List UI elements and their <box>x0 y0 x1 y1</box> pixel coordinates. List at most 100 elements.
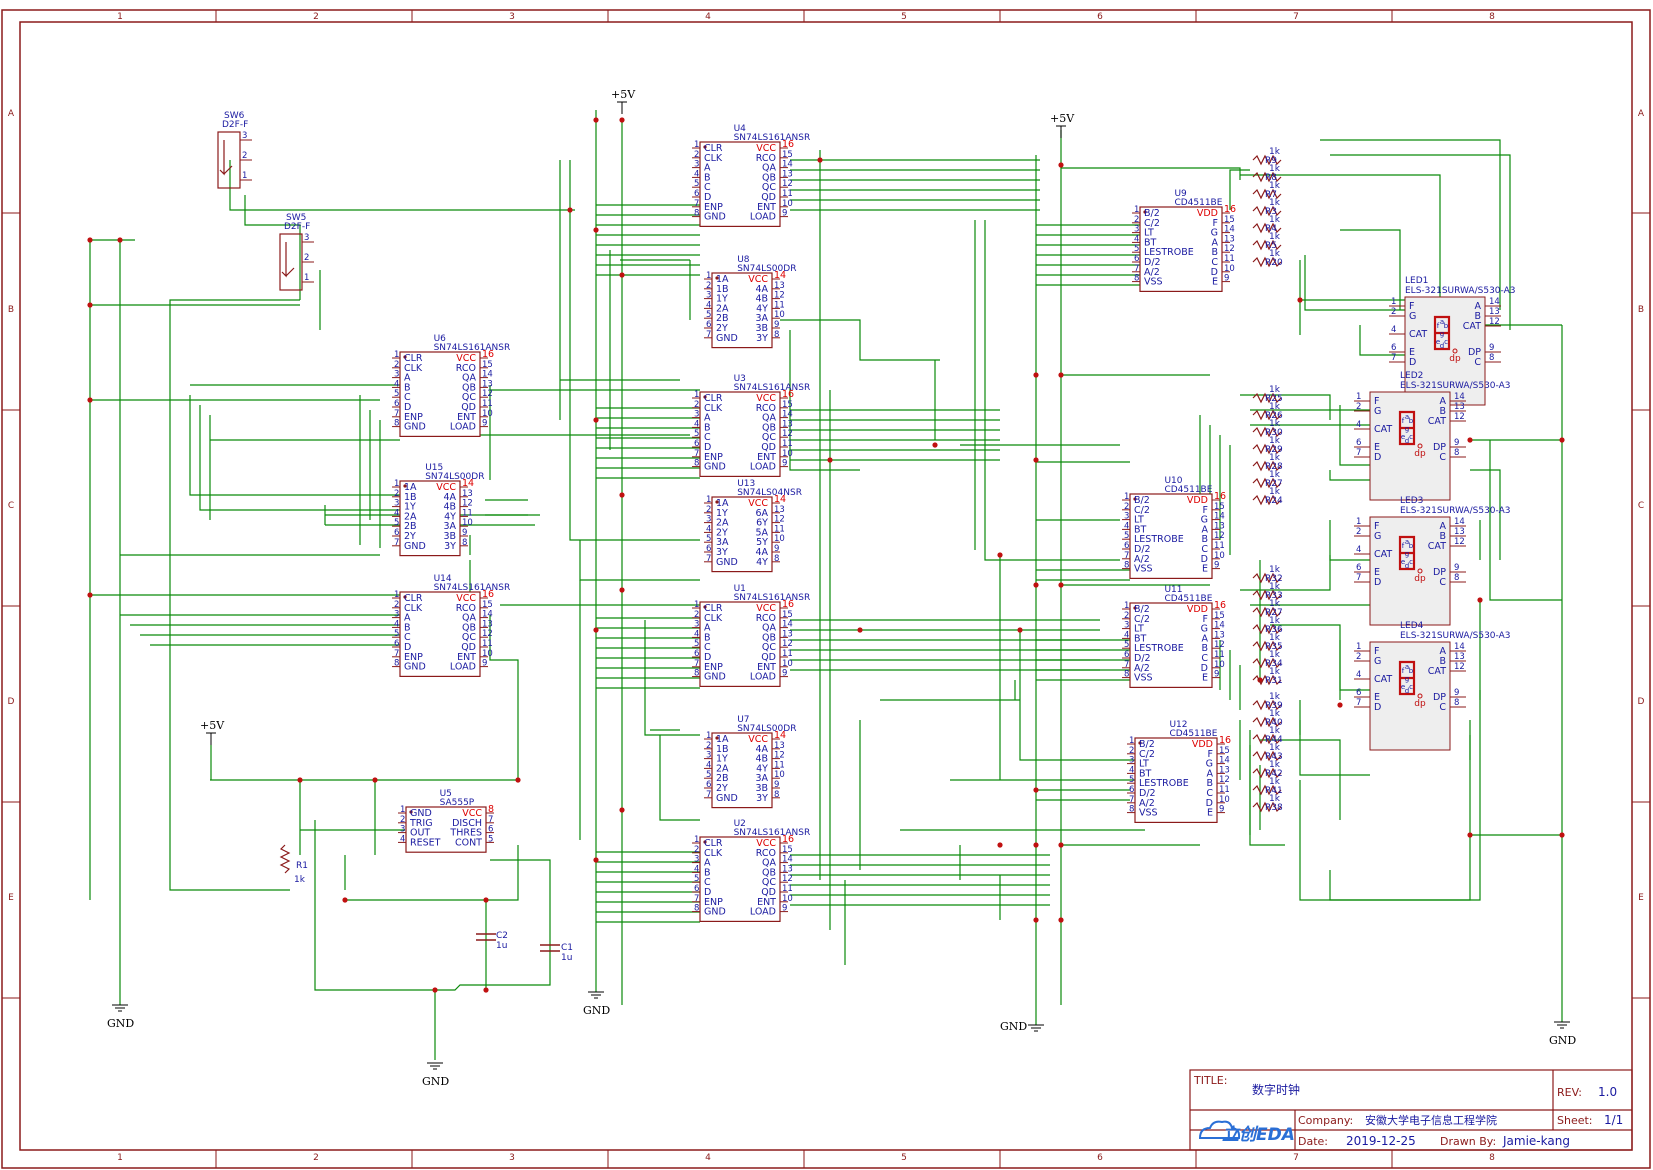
pin-label: BT <box>1134 524 1147 535</box>
svg-text:6: 6 <box>1356 563 1361 573</box>
pin-number: 13 <box>462 489 473 499</box>
pin-label: 1A <box>716 274 729 285</box>
pin-label: 6A <box>755 508 768 519</box>
svg-text:R39: R39 <box>1265 701 1283 711</box>
pin-number: 10 <box>774 534 785 544</box>
svg-text:R29: R29 <box>1265 445 1283 455</box>
pin-label: E <box>1212 277 1218 288</box>
pin-number: 3 <box>706 751 711 761</box>
svg-text:g: g <box>1405 425 1409 433</box>
chip-ref: U7 <box>737 715 749 725</box>
led-pin-label: G <box>1409 311 1416 322</box>
pin-label: D/2 <box>1134 544 1151 555</box>
svg-text:1k: 1k <box>1269 487 1281 497</box>
pin-label: D <box>1206 798 1213 809</box>
pin-label: QB <box>762 867 776 878</box>
pin-number: 10 <box>1214 551 1225 561</box>
svg-text:1k: 1k <box>1269 794 1281 804</box>
pin-number: 15 <box>482 600 493 610</box>
lceda-logo: 立创EDA <box>1198 1120 1295 1145</box>
pin-number: 2 <box>394 600 399 610</box>
svg-text:d: d <box>1405 437 1409 445</box>
pin-number: 16 <box>1214 491 1226 502</box>
gnd-symbol: GND <box>1549 1021 1576 1047</box>
zone-left-E: E <box>8 893 14 903</box>
pin-label: 3Y <box>756 333 768 344</box>
pin-label: GND <box>404 541 426 552</box>
chip-body <box>1129 493 1213 580</box>
led-pin-label: D <box>1374 702 1381 713</box>
pin-number: 13 <box>1219 765 1230 775</box>
pin-label: ENP <box>704 202 723 213</box>
pin-label: VSS <box>1144 277 1163 288</box>
pin-label: 2Y <box>716 527 728 538</box>
pin-number: 7 <box>1134 264 1139 274</box>
pin-label: 4Y <box>444 511 456 522</box>
svg-text:d: d <box>1405 687 1409 695</box>
led-ref: LED4 <box>1400 621 1424 631</box>
pin-label: QC <box>462 392 476 403</box>
pin-number: 1 <box>1124 601 1129 611</box>
zone-right-E: E <box>1638 893 1644 903</box>
pin-label: C <box>404 632 411 643</box>
svg-text:1k: 1k <box>1269 181 1281 191</box>
pin-label: RCO <box>756 403 776 414</box>
led-pin-label: E <box>1409 347 1415 358</box>
pin-label: B <box>704 172 711 183</box>
pin-number: 14 <box>782 410 793 420</box>
pin-number: 2 <box>394 489 399 499</box>
pin-number: 9 <box>782 669 787 679</box>
pin-label: C <box>704 432 711 443</box>
pin-number: 14 <box>1224 225 1235 235</box>
led-part: ELS-321SURWA/S530-A3 <box>1400 506 1510 516</box>
pin-number: 11 <box>774 300 785 310</box>
pin-label: B <box>404 382 411 393</box>
pin-label: 2B <box>716 773 729 784</box>
chip-ref: U11 <box>1164 585 1182 595</box>
pin-label: VDD <box>1192 739 1213 750</box>
svg-text:GND: GND <box>1000 1020 1027 1033</box>
led-pin-label: CAT <box>1374 549 1392 560</box>
zone-right-D: D <box>1638 697 1645 707</box>
pin-label: VCC <box>756 838 776 849</box>
chip-body <box>405 806 487 853</box>
pin-label: ENT <box>757 897 776 908</box>
pin-label: GND <box>716 793 738 804</box>
dp-label: dp <box>1414 699 1426 709</box>
pin-number: 6 <box>694 649 699 659</box>
pin-number: 10 <box>782 894 793 904</box>
vcc-symbol: +5V <box>1050 112 1075 138</box>
chip-body <box>711 496 773 573</box>
pin-number: 13 <box>782 864 793 874</box>
pin-number: 3 <box>400 825 405 835</box>
pin-label: D <box>1211 267 1218 278</box>
svg-text:7: 7 <box>1356 448 1361 458</box>
svg-text:R24: R24 <box>1265 496 1283 506</box>
pin-label: 1Y <box>716 754 728 765</box>
pin-number: 2 <box>694 400 699 410</box>
pin-label: LESTROBE <box>1144 247 1194 258</box>
svg-text:1k: 1k <box>294 875 306 885</box>
pin-number: 5 <box>694 874 699 884</box>
pin-number: 4 <box>1129 765 1134 775</box>
pin-number: 9 <box>774 780 779 790</box>
pin-label: ENT <box>457 652 476 663</box>
svg-text:1k: 1k <box>1269 419 1281 429</box>
chip-ref: U12 <box>1169 720 1187 730</box>
pin-label: A <box>704 623 711 634</box>
pin-number: 15 <box>782 845 793 855</box>
svg-text:1k: 1k <box>1269 760 1281 770</box>
led-pin-label: DP <box>1433 442 1446 453</box>
led-pin-label: F <box>1374 521 1379 532</box>
